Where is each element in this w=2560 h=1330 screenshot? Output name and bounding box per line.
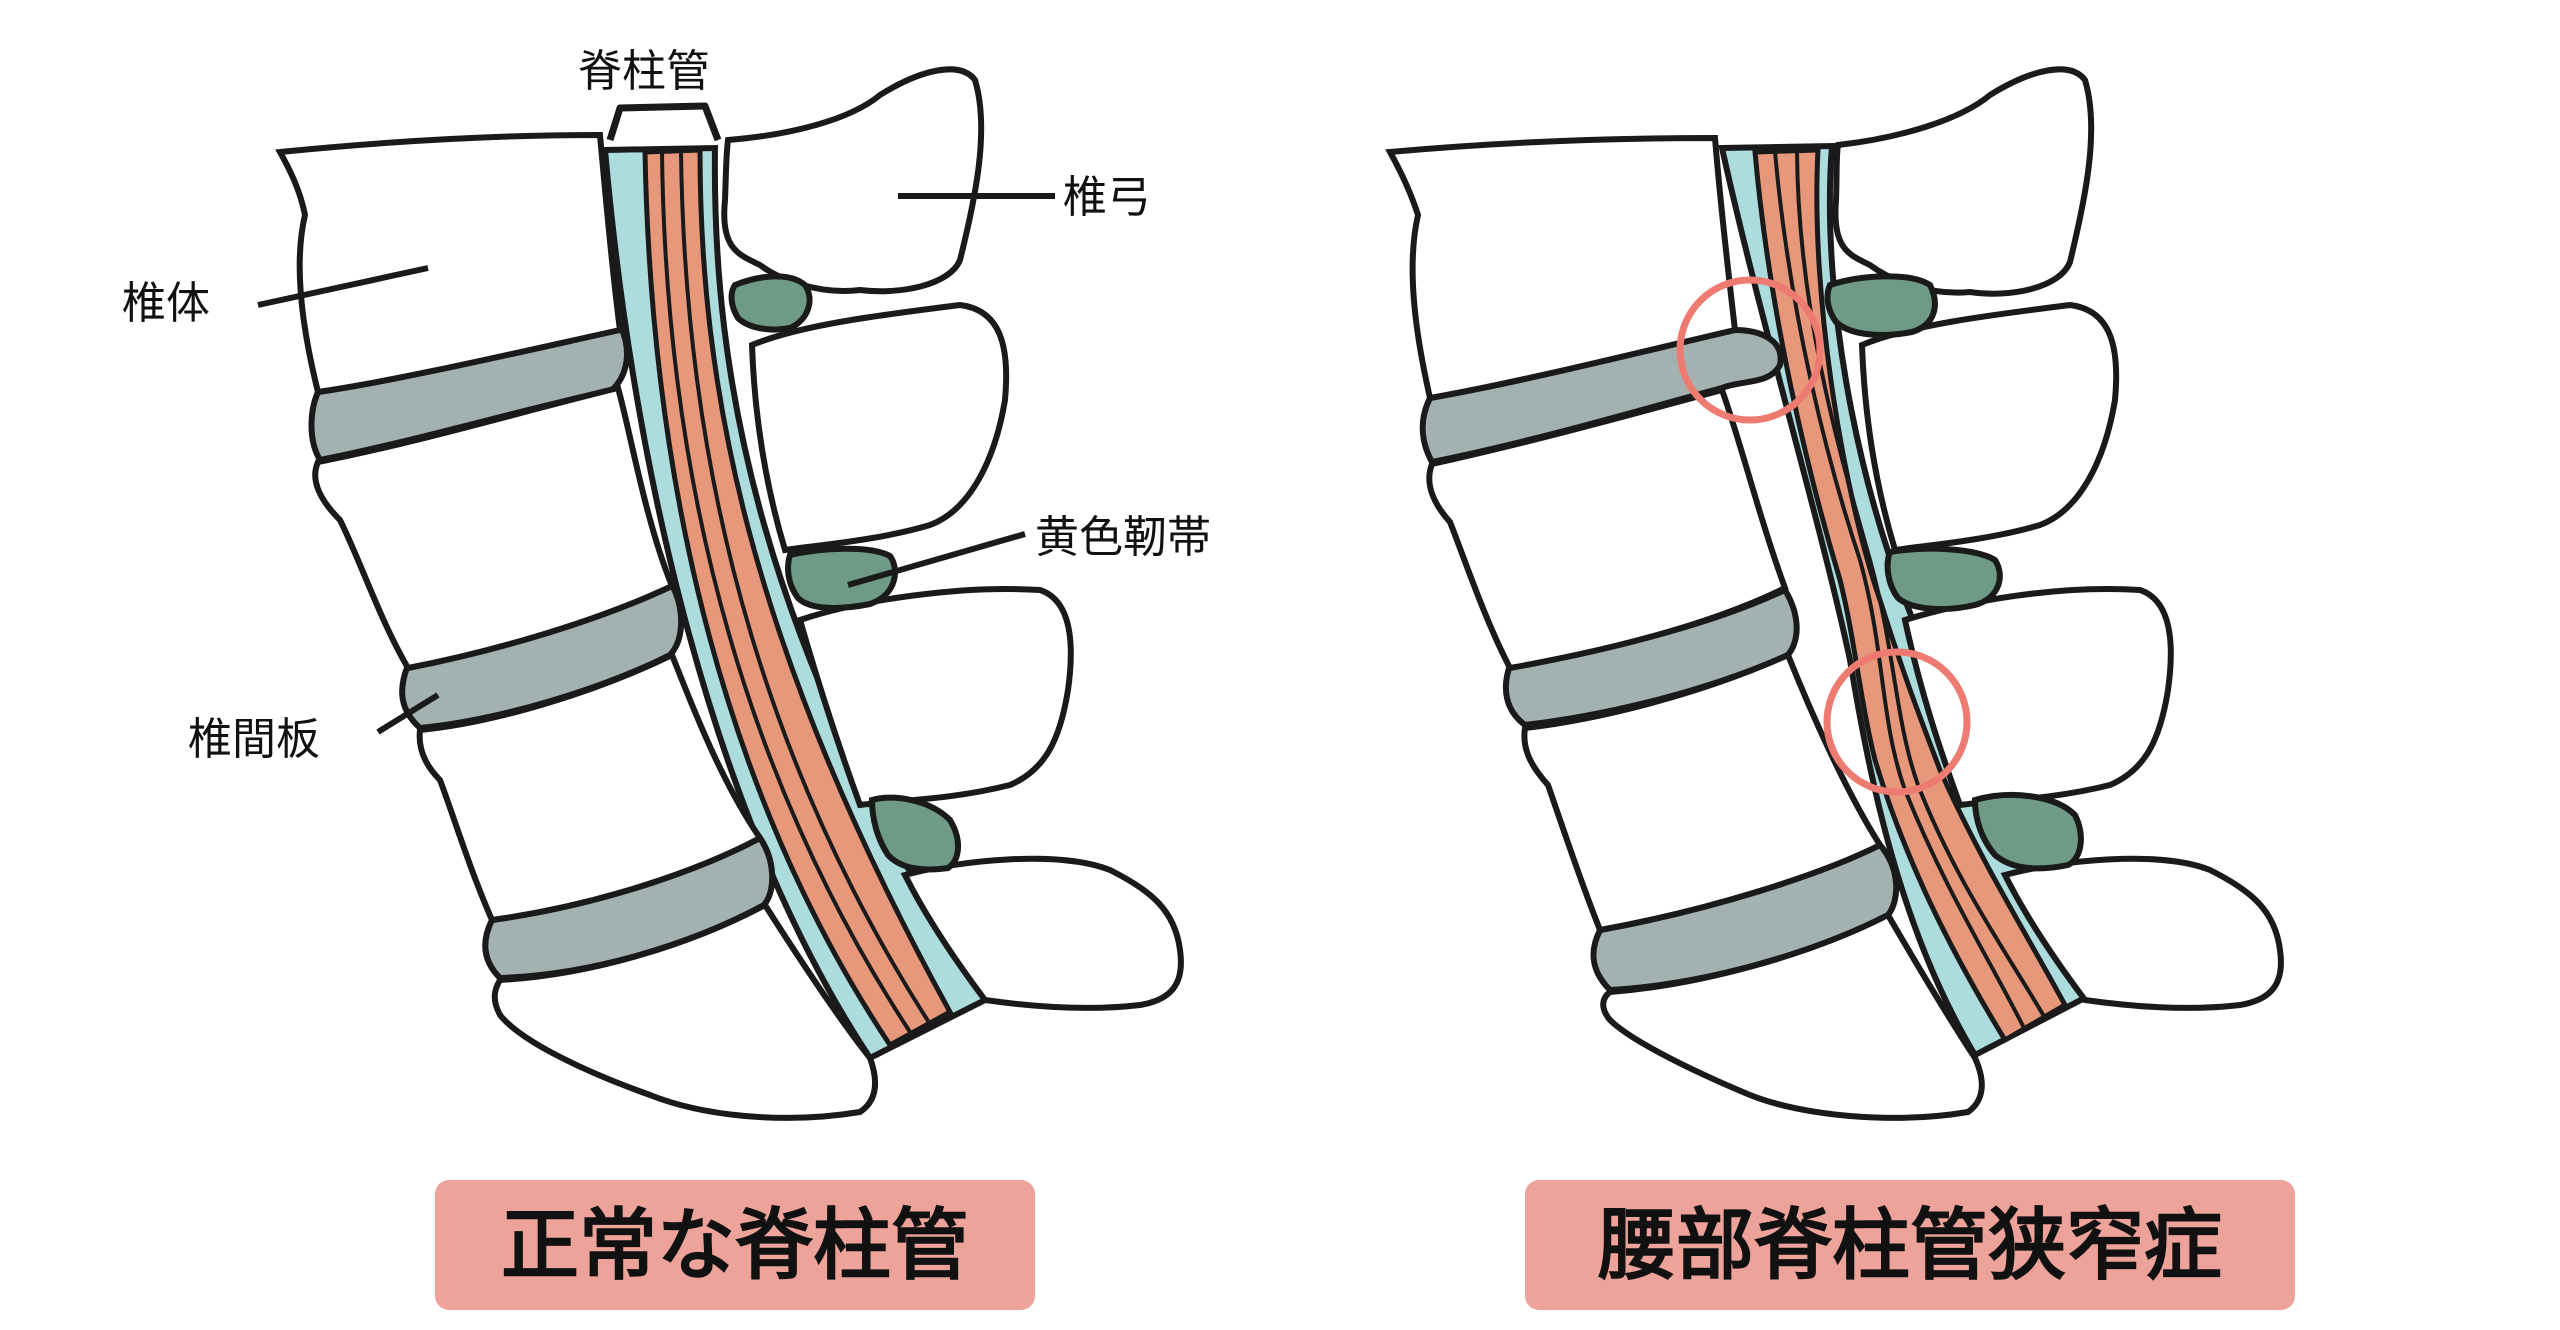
label-body: 椎体 [122,278,210,329]
canal-bracket [606,102,722,142]
stenosis-title: 腰部脊柱管狭窄症 [1597,1201,2222,1291]
normal-vertebral-arch-2 [748,301,1010,554]
normal-vertebral-body-2 [312,384,676,672]
normal-nerve-line-2 [679,150,932,1026]
normal-vertebral-body-4 [491,901,879,1121]
label-disc: 椎間板 [188,714,320,765]
normal-ligamentum-flavum-2 [785,545,899,611]
stenosis-vertebral-arch-2 [1858,301,2120,554]
stenosis-vertebral-body-4 [1600,911,1985,1121]
normal-vertebral-arch-4 [900,855,1184,1011]
normal-ligamentum-flavum-3 [868,794,961,873]
stenosis-vertebral-arch-1 [1832,66,2095,297]
stenosis-vertebral-body-2 [1426,386,1789,672]
stenosis-highlight-circle-2 [1823,648,1971,796]
stenosis-ligamentum-flavum-1 [1824,273,1938,338]
disc-leader-line [376,692,440,735]
stenosis-vertebral-arch-4 [2000,855,2284,1011]
normal-vertebral-arch-1 [721,66,985,295]
stenosis-ligamentum-flavum-2 [1884,545,2003,613]
body-leader-line [257,265,429,308]
normal-nerve-line-1 [660,151,914,1037]
stenosis-vertebral-body-1 [1385,134,1739,402]
stenosis-highlight-circle-1 [1676,276,1824,424]
normal-title-box: 正常な脊柱管 [435,1180,1035,1310]
stenosis-title-box: 腰部脊柱管狭窄症 [1525,1180,2295,1310]
normal-nerve-bundle [642,147,954,1049]
normal-vertebral-body-1 [275,131,624,396]
stenosis-vertebral-body-3 [1521,650,1885,934]
normal-spine-panel: 脊柱管 椎弓 椎体 黄色靭帯 椎間板 [122,46,1211,1121]
stenosis-ligamentum-flavum-3 [1971,792,2084,872]
label-arch: 椎弓 [1063,172,1151,223]
normal-vertebral-arch-3 [796,586,1074,809]
label-canal: 脊柱管 [578,46,710,97]
label-ligament: 黄色靭帯 [1035,512,1211,563]
normal-vertebral-body-3 [416,650,765,924]
normal-ligamentum-flavum-1 [728,273,813,333]
stenosis-title-background [1525,1180,2295,1310]
normal-title: 正常な脊柱管 [501,1201,969,1291]
stenosis-vertebral-arch-3 [1901,586,2174,809]
normal-title-background [435,1180,1035,1310]
stenosis-spine-panel [1385,66,2284,1121]
ligament-leader-line [847,531,1026,588]
